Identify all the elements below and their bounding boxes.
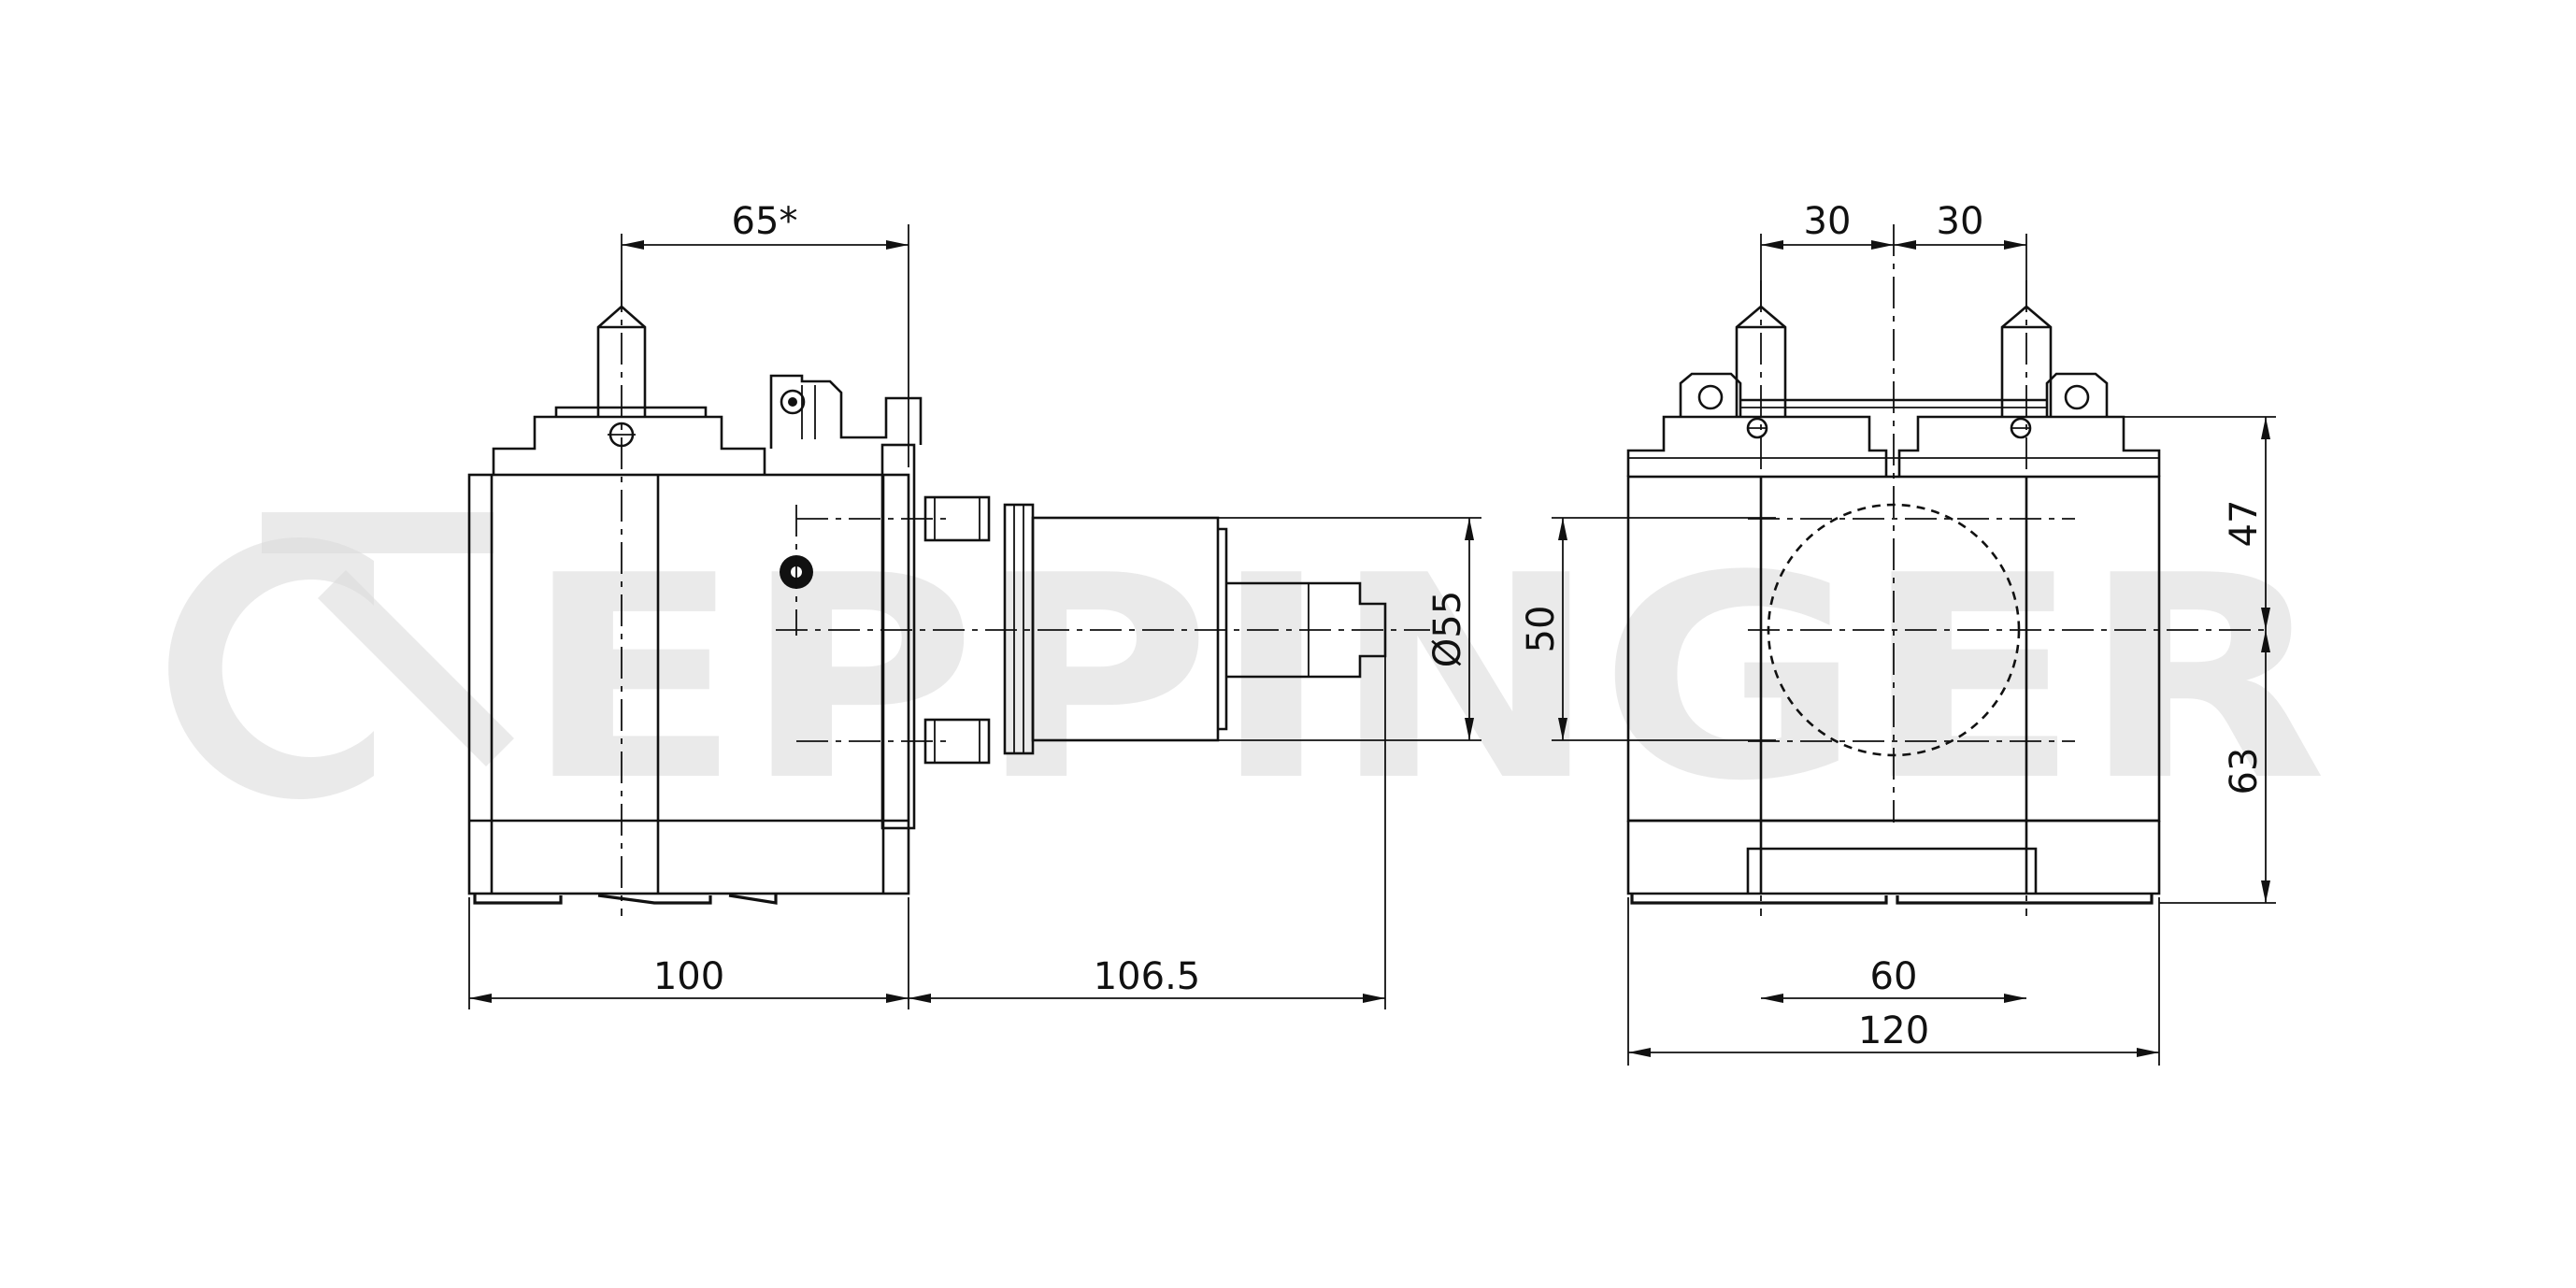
front-left-connector — [1679, 372, 1742, 417]
dim-bore-height: 50 — [1520, 606, 1563, 653]
dim-lower-height: 63 — [2223, 748, 2266, 795]
dim-spindle-diameter: Ø55 — [1426, 591, 1469, 667]
side-view: 65* 100 106.5 Ø55 — [467, 200, 1481, 1009]
connector-screw-icon — [780, 389, 806, 415]
front-top-cover-left — [1626, 415, 1888, 477]
side-body — [467, 473, 910, 895]
side-connector — [769, 374, 923, 449]
dim-total-width: 120 — [1858, 1009, 1929, 1052]
front-view: 30 30 50 47 63 60 120 — [1520, 200, 2276, 1066]
front-top-cover-right — [1897, 415, 2161, 477]
eppinger-logo-icon — [168, 512, 514, 799]
spindle-shaft — [1226, 581, 1387, 679]
dim-body-length: 100 — [653, 955, 724, 998]
spindle-housing — [1031, 516, 1220, 742]
dim-right-offset: 30 — [1937, 200, 1984, 243]
dim-upper-height: 47 — [2223, 500, 2266, 548]
dim-spindle-length: 106.5 — [1094, 955, 1201, 998]
front-bottom-key — [1746, 847, 2038, 894]
side-top-cover — [492, 415, 766, 475]
dim-top-offset: 65* — [732, 200, 798, 243]
front-right-connector — [2045, 372, 2109, 417]
dim-base-width: 60 — [1870, 955, 1918, 998]
dim-left-offset: 30 — [1804, 200, 1852, 243]
side-flange — [880, 443, 916, 830]
